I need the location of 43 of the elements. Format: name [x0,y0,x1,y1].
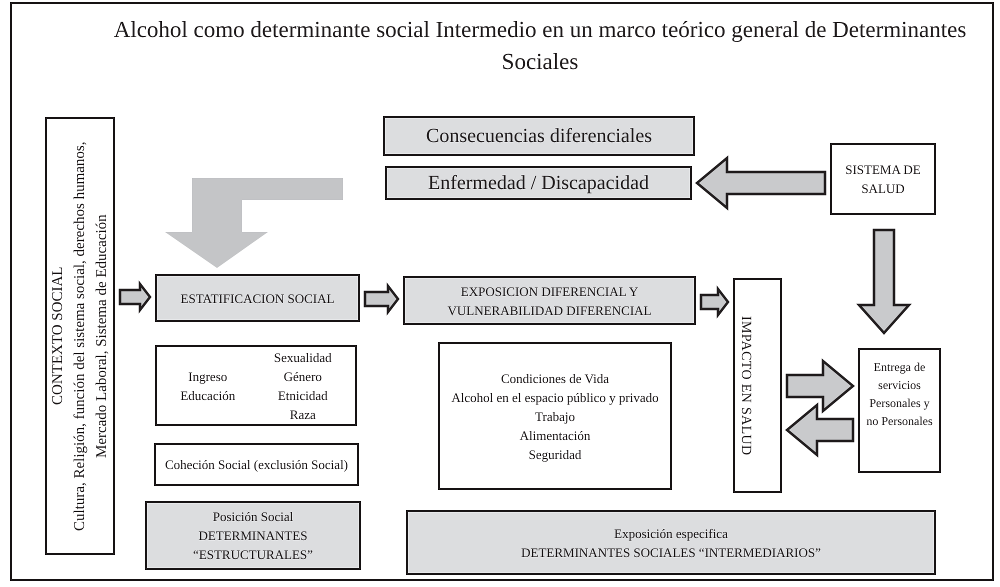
box-label: Exposición especifica [614,524,728,542]
context-box [45,117,115,555]
impact-box [733,278,782,493]
factor-box [154,443,359,486]
box-label: DETERMINANTES “ESTRUCTURALES” [192,527,314,564]
diagram-title: Alcohol como determinante social Intermedio en un marco teórico general de Determinantes Sociales [112,16,968,76]
box-label: Posición Social [212,508,294,526]
box-label: Condiciones de Vida [500,370,610,388]
box-label: EXPOSICION DIFERENCIAL Y VULNERABILIDAD DIFERENCIAL [446,282,652,320]
box-label: Seguridad [528,446,582,464]
block-arrow [364,282,400,316]
box-label: IMPACTO EN SALUD [737,316,754,456]
block-arrow [118,280,152,314]
block-arrow [700,285,730,319]
process-box [155,274,360,322]
box-label: Trabajo [535,408,575,426]
block-arrow [165,178,343,268]
factor-list: Sexualidad Género Etnicidad Raza [274,348,332,424]
category-box [406,510,936,575]
factor-box [155,345,357,426]
box-label: Alcohol en el espacio público y privado [451,388,659,406]
category-box [145,501,361,570]
box-label: Alimentación [520,426,590,444]
block-arrow [856,228,912,335]
description-text: Cultura, Religión, función del sistema social, derechos humanos, Mercado Laboral, Sistema de Educación [71,140,111,533]
box-label: DETERMINANTES SOCIALES “INTERMEDIARIOS” [521,544,821,562]
process-box [403,276,696,325]
box-label: SISTEMA DE SALUD [844,161,922,198]
block-arrow [785,402,854,458]
health-system-box [830,143,936,215]
service-box [858,348,941,473]
factor-box [438,342,672,490]
heading-text: CONTEXTO SOCIAL [49,266,67,406]
outcome-box [385,166,692,200]
block-arrow [695,155,826,211]
outcome-box [383,116,695,156]
box-label: ESTATIFICACION SOCIAL [180,290,334,308]
block-arrow [786,358,855,414]
box-label: Consecuencias diferenciales [426,124,652,149]
box-label: Entrega de servicios Personales y no Personales [865,359,934,430]
box-label: Enfermedad / Discapacidad [428,171,649,196]
factor-list: Ingreso Educación [180,366,236,404]
box-label: Coheción Social (exclusión Social) [164,456,348,474]
